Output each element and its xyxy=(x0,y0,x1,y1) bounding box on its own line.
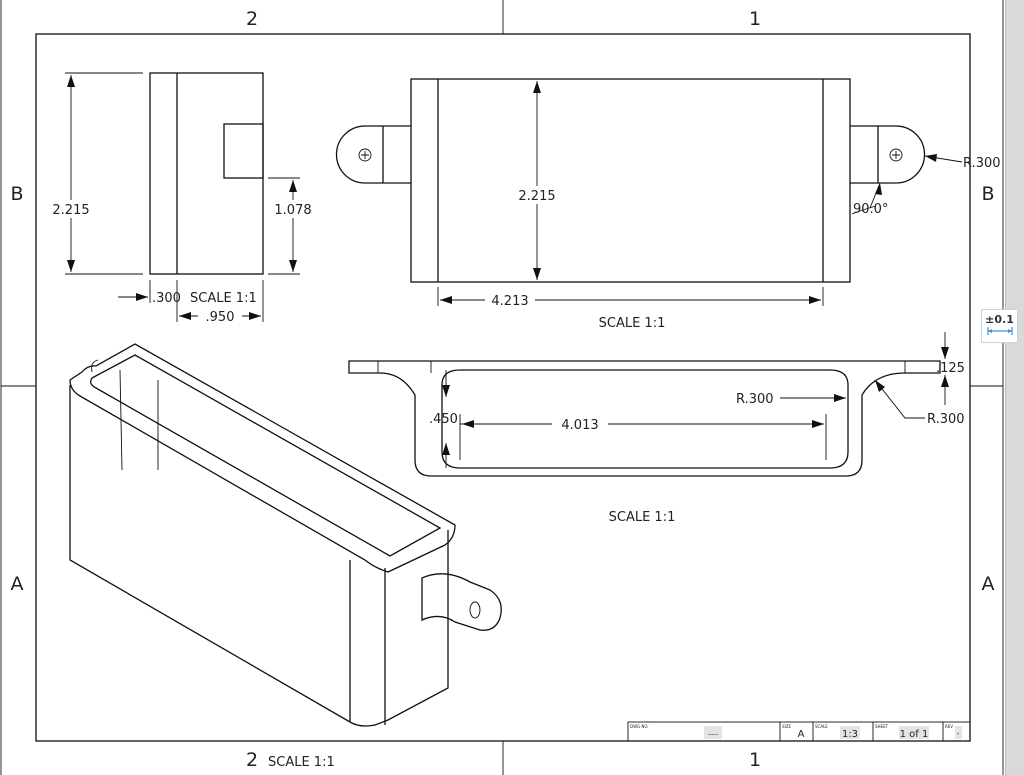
rev-label: REV xyxy=(945,724,953,729)
zone-label: 2 xyxy=(246,8,258,30)
zone-label: B xyxy=(10,183,23,205)
zone-label: B xyxy=(981,183,994,205)
dim-slot-height[interactable]: 1.078 xyxy=(274,203,311,218)
size-label: SIZE xyxy=(782,724,791,729)
dim-top-width[interactable]: 4.213 xyxy=(491,294,528,309)
scale-label: SCALE xyxy=(815,724,828,729)
dim-height[interactable]: 2.215 xyxy=(52,203,89,218)
size-value: A xyxy=(798,729,805,740)
top-view[interactable]: 2.215 4.213 R.300 90.0° SCALE 1:1 xyxy=(335,78,1001,331)
dim-flange[interactable]: .125 xyxy=(936,361,965,376)
dwg-no-label: DWG NO. xyxy=(630,724,649,729)
drawing-frame xyxy=(35,33,971,742)
front-view[interactable]: 2.215 1.078 .300 SCALE 1:1 .950 xyxy=(50,72,314,325)
dim-wall[interactable]: .300 xyxy=(152,291,181,306)
dwg-no: ----- xyxy=(708,731,719,738)
title-block: DWG NO. ----- SIZE A SCALE 1:3 SHEET 1 o… xyxy=(627,721,971,742)
section-view-scale: SCALE 1:1 xyxy=(609,510,676,525)
zone-label: A xyxy=(982,573,995,595)
dim-top-height[interactable]: 2.215 xyxy=(518,189,555,204)
vertical-scrollbar[interactable] xyxy=(1005,0,1024,775)
rev-value: - xyxy=(957,730,960,738)
zone-label: 1 xyxy=(749,749,761,771)
zone-label: 2 xyxy=(246,749,258,771)
top-view-scale: SCALE 1:1 xyxy=(599,316,666,331)
sheet-value: 1 of 1 xyxy=(900,729,929,740)
dimension-icon xyxy=(986,327,1013,335)
iso-view-scale: SCALE 1:1 xyxy=(268,755,335,770)
zone-label: A xyxy=(11,573,24,595)
dim-tab-radius[interactable]: R.300 xyxy=(963,156,1001,171)
dim-inner-radius[interactable]: R.300 xyxy=(736,392,774,407)
sheet-label: SHEET xyxy=(875,724,889,729)
dim-section-depth[interactable]: .450 xyxy=(429,412,458,427)
dim-depth[interactable]: .950 xyxy=(206,310,235,325)
section-view[interactable]: .125 .450 4.013 R.300 R.300 SCALE 1:1 xyxy=(348,332,965,525)
front-view-scale: SCALE 1:1 xyxy=(190,291,257,306)
scale-value: 1:3 xyxy=(842,729,858,740)
tolerance-button[interactable]: ±0.1 xyxy=(981,309,1018,343)
dim-outer-radius[interactable]: R.300 xyxy=(927,412,965,427)
dim-angle[interactable]: 90.0° xyxy=(853,202,888,217)
zone-label: 1 xyxy=(749,8,761,30)
tolerance-label: ±0.1 xyxy=(985,313,1014,326)
dim-inner-width[interactable]: 4.013 xyxy=(561,418,598,433)
isometric-view[interactable]: SCALE 1:1 xyxy=(69,343,502,770)
